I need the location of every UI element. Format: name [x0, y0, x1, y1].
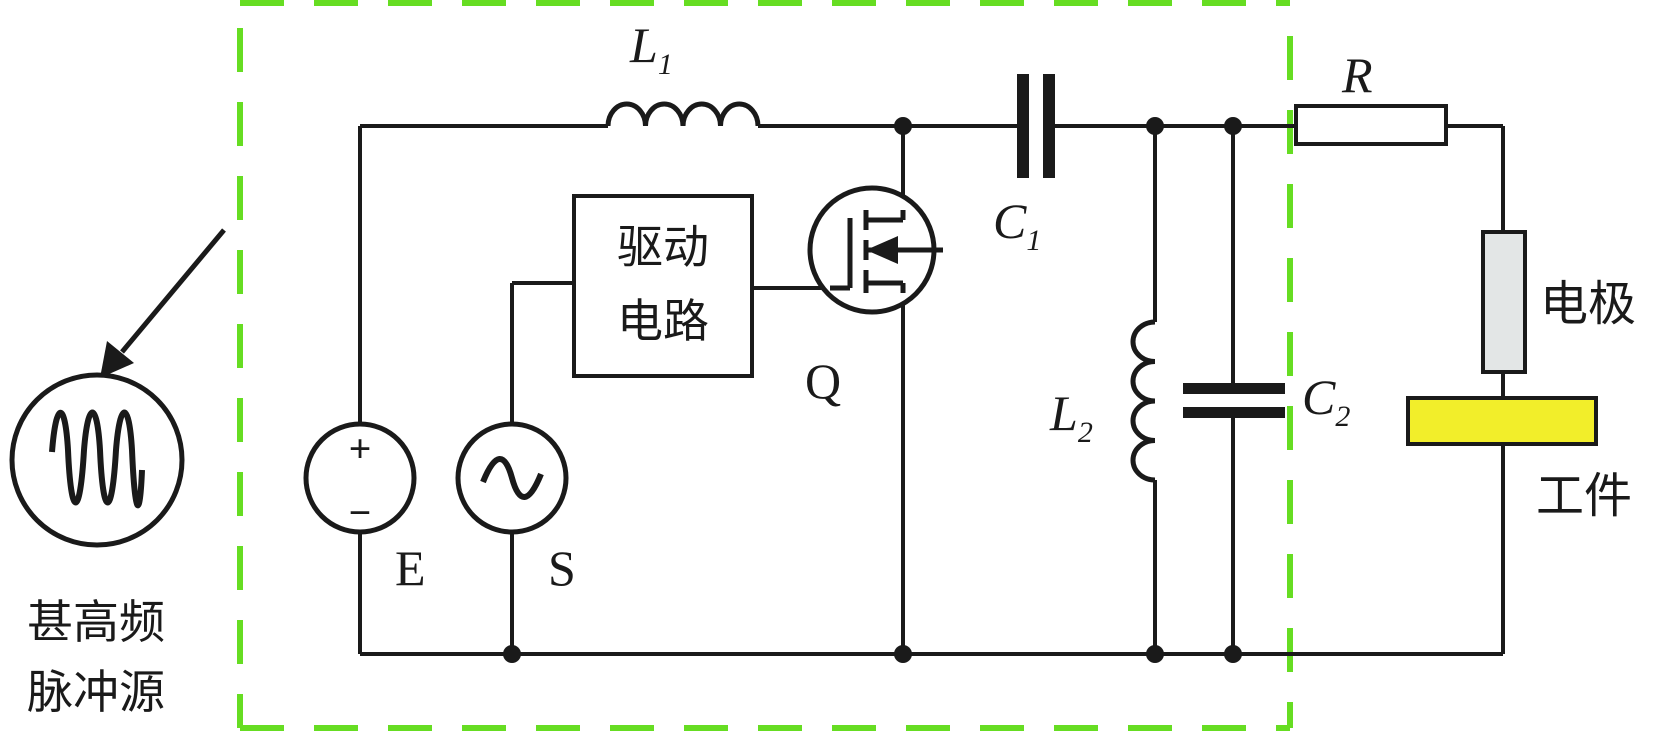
electrode-block: [1481, 230, 1527, 374]
dc-source-e-label: E: [395, 540, 426, 596]
driver-circuit-label-line1: 驱动: [617, 220, 709, 274]
junction-dot: [1224, 117, 1242, 135]
mosfet-q-label: Q: [805, 353, 841, 409]
workpiece-label: 工件: [1536, 468, 1632, 524]
junction-dot: [1224, 645, 1242, 663]
capacitor-c1-symbol: [1017, 74, 1055, 178]
pulse-source-label-line1: 甚高频: [27, 595, 165, 649]
pulse-source-boundary: [237, 0, 1293, 731]
pulse-source-label-line2: 脉冲源: [27, 665, 165, 719]
junction-dot: [1146, 117, 1164, 135]
sine-wave-icon: [480, 456, 544, 500]
inductor-l2-label: L2: [1049, 385, 1093, 449]
high-frequency-wave-icon: [49, 409, 145, 509]
arrow-head-icon: [100, 341, 134, 378]
dc-source-e-symbol: [303, 421, 417, 535]
junction-dot: [894, 645, 912, 663]
resistor-symbol: [1294, 104, 1448, 146]
junction-dot: [503, 645, 521, 663]
junction-dot: [894, 117, 912, 135]
junction-dot: [1146, 645, 1164, 663]
inductor-l1-symbol: [605, 101, 761, 127]
driver-circuit-box: [572, 194, 754, 378]
dc-source-plus: +: [349, 426, 372, 471]
driver-circuit-label-line2: 电路: [617, 294, 709, 348]
pulse-source-icon: [9, 372, 185, 548]
resistor-label: R: [1341, 47, 1373, 103]
workpiece-block: [1406, 396, 1598, 446]
pulse-source-pointer: [100, 228, 226, 378]
mosfet-arrow-icon: [866, 236, 898, 264]
signal-source-s-label: S: [548, 540, 576, 596]
capacitor-c2-label: C2: [1302, 369, 1350, 433]
capacitor-c1-label: C1: [993, 193, 1041, 257]
junctions: [503, 117, 1242, 663]
dc-source-minus: −: [349, 490, 372, 535]
inductor-l2-symbol: [1130, 319, 1156, 483]
capacitor-c2-symbol: [1183, 383, 1285, 418]
electrode-label: 电极: [1540, 276, 1636, 332]
inductor-l1-label: L1: [629, 17, 673, 81]
